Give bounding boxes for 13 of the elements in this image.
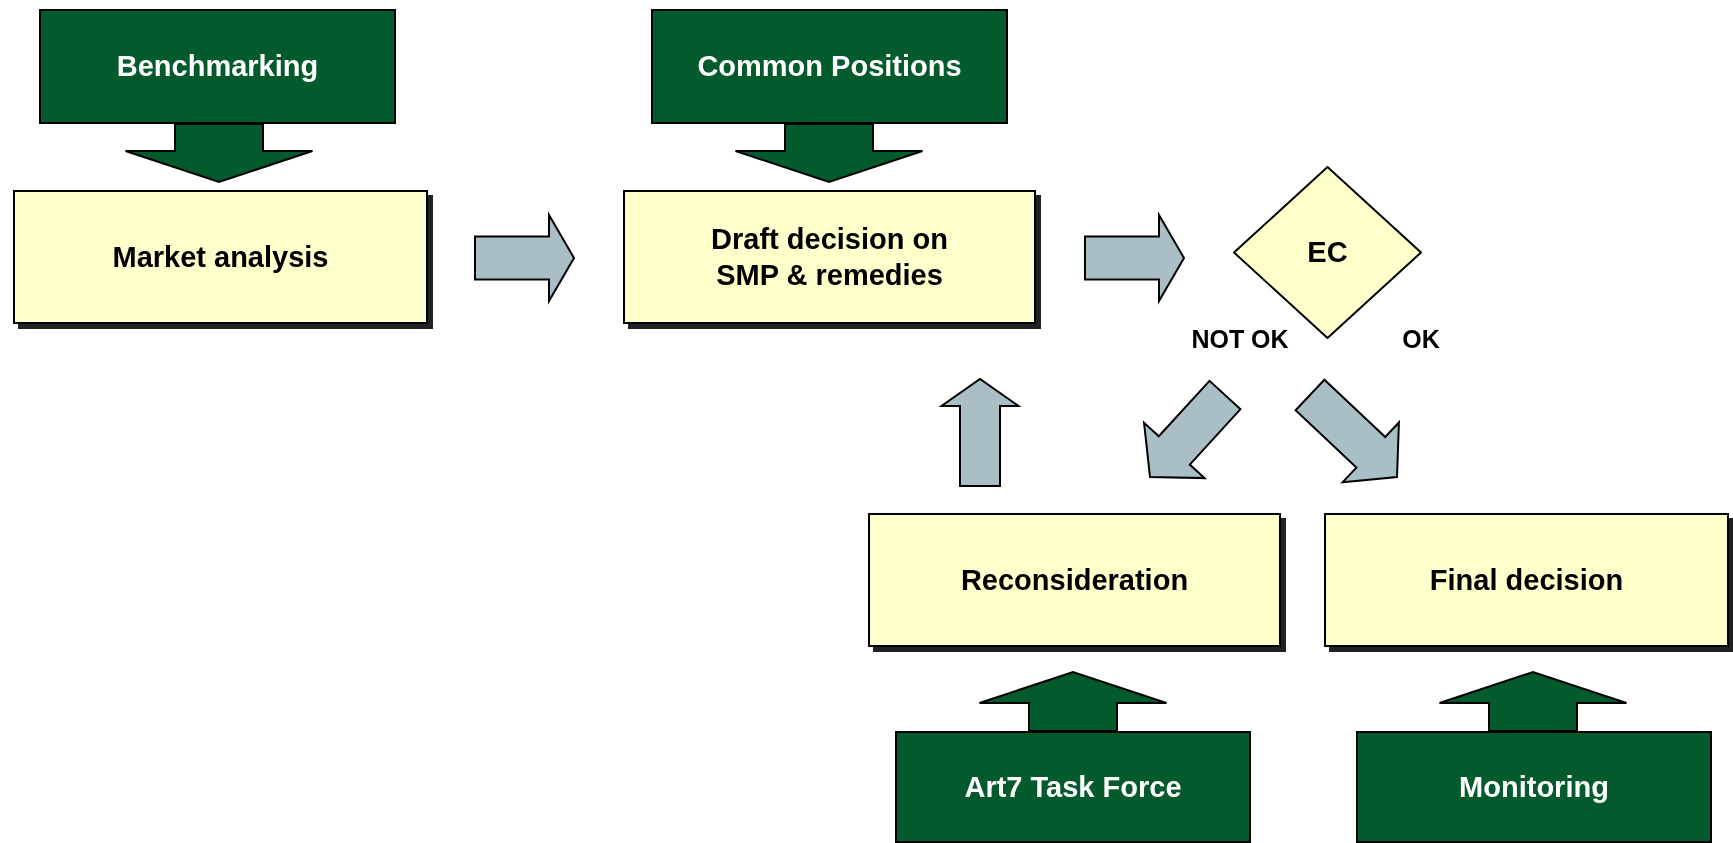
block-arrow bbox=[978, 670, 1168, 732]
block-arrow bbox=[1142, 379, 1242, 480]
block-arrow bbox=[938, 377, 1022, 487]
input-box: Benchmarking bbox=[39, 9, 396, 124]
block-arrow bbox=[474, 211, 576, 305]
input-box: Art7 Task Force bbox=[895, 731, 1251, 843]
block-arrow bbox=[124, 123, 314, 184]
input-box: Common Positions bbox=[651, 9, 1008, 124]
block-arrow bbox=[1438, 670, 1628, 732]
block-arrow bbox=[1084, 211, 1186, 305]
input-box: Monitoring bbox=[1356, 731, 1712, 843]
block-arrow bbox=[734, 123, 924, 184]
block-arrow bbox=[1294, 378, 1400, 484]
